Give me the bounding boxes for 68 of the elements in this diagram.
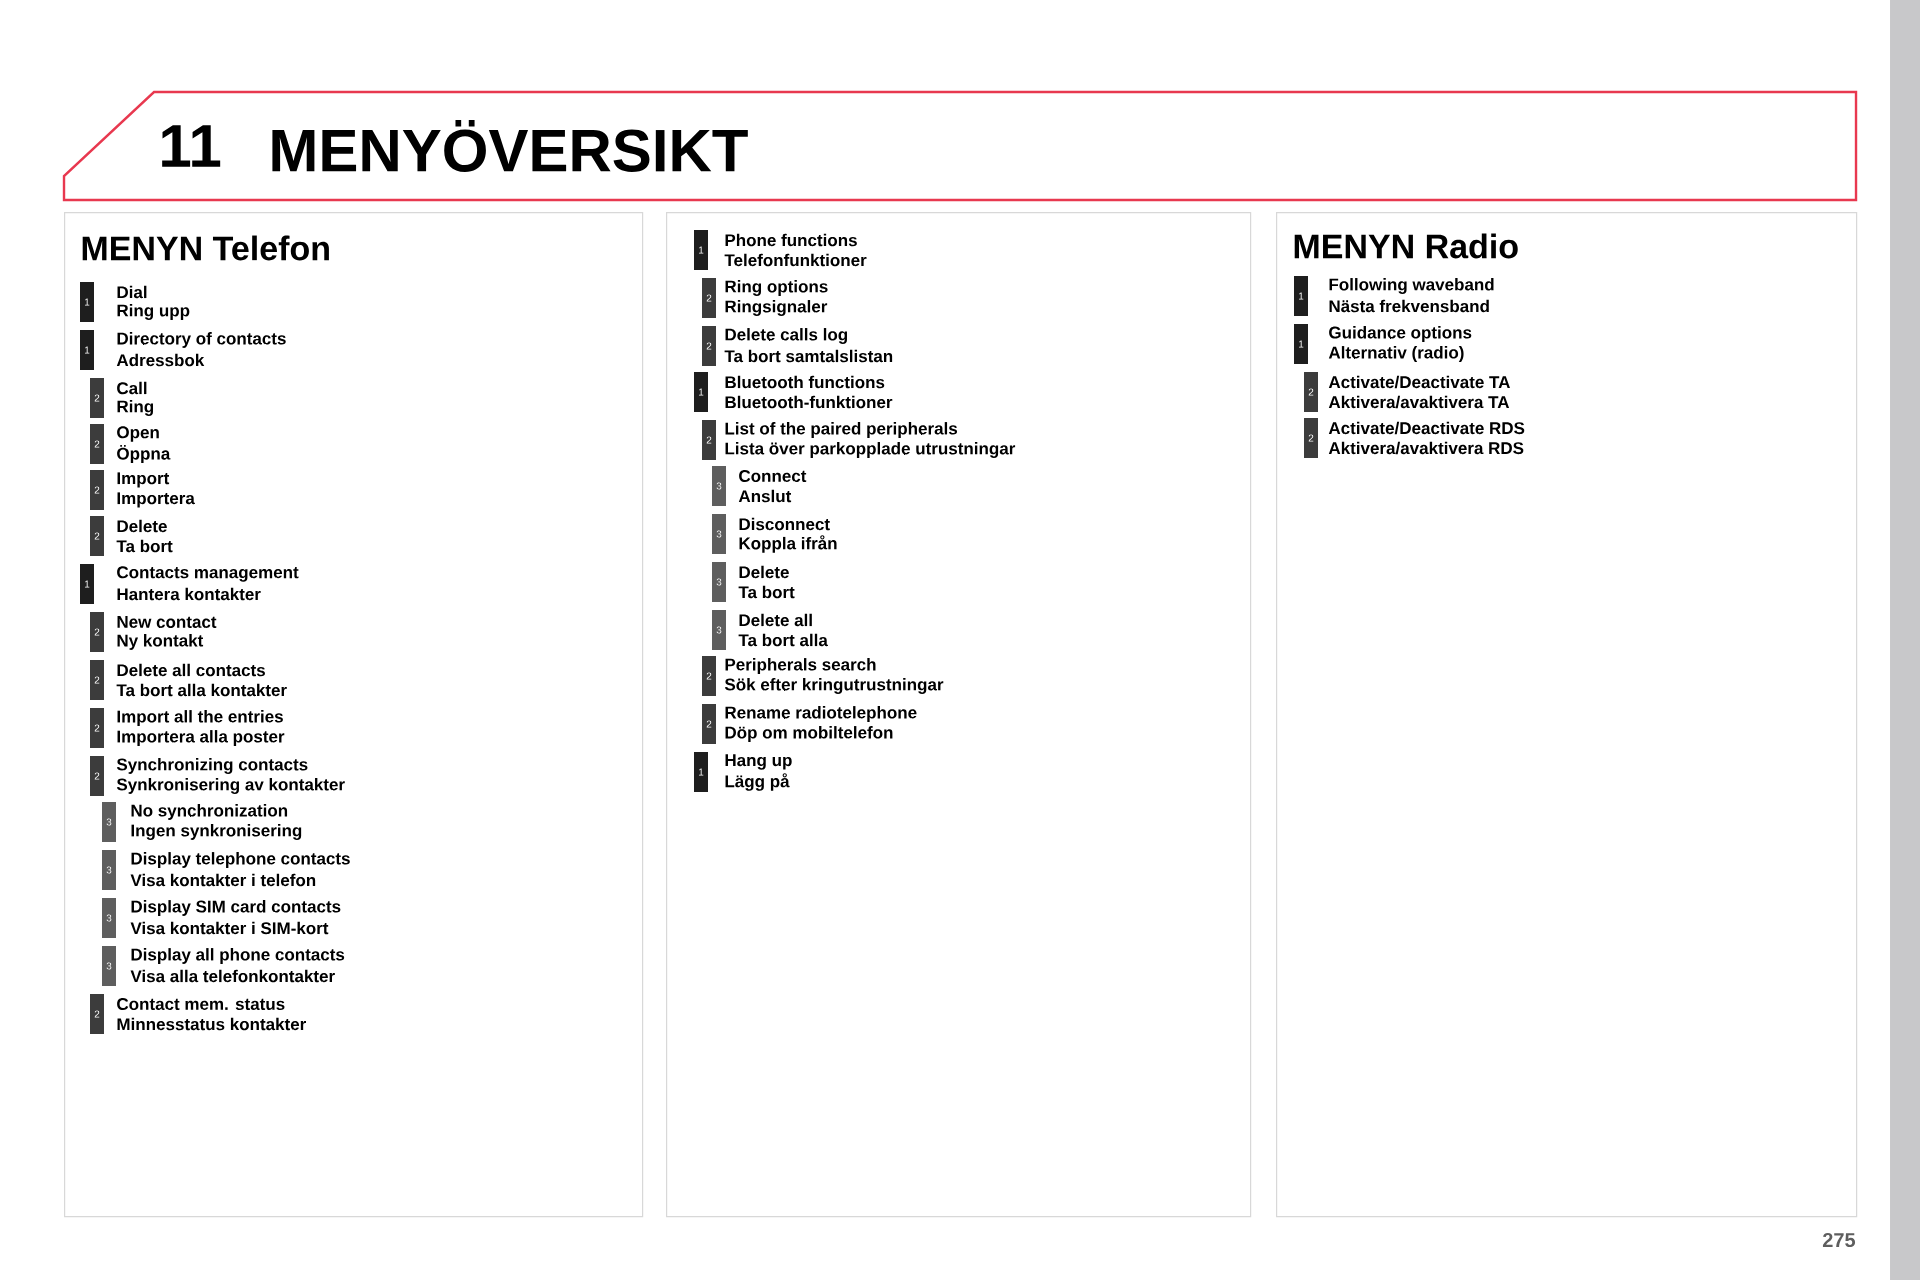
chapter-title: MENYÖVERSIKT xyxy=(272,120,748,172)
menu-item-label: Visa kontakter i telefon xyxy=(130,873,316,887)
menu-item-label: Import all the entries xyxy=(117,710,283,726)
menu-item-label: New contact xyxy=(117,616,217,628)
menu-item-label: Ta bort xyxy=(738,585,795,599)
menu-item-label: Adressbok xyxy=(116,353,205,367)
menu-item-label: Contact mem. status xyxy=(117,998,285,1010)
menu-item-label: Aktivera/avaktivera RDS xyxy=(1328,441,1524,455)
page-number: 275 xyxy=(1822,1232,1856,1248)
menu-item-label: Bluetooth functions xyxy=(725,375,885,389)
menu-item-label: Ta bort samtalslistan xyxy=(724,349,893,363)
menu-item-label: Nästa frekvensband xyxy=(1329,299,1489,313)
menu-item-label: Döp om mobiltelefon xyxy=(725,726,893,742)
menu-item-label: Display SIM card contacts xyxy=(131,900,341,916)
menu-item-label: Koppla ifrån xyxy=(739,535,837,553)
menu-item-label: Following waveband xyxy=(1329,278,1494,294)
menu-item-label: Disconnect xyxy=(739,517,830,531)
menu-item-label: Hantera kontakter xyxy=(117,587,261,601)
chapter-number: 11 xyxy=(162,125,221,167)
menu-item-label: Delete calls log xyxy=(725,328,848,344)
menu-item-label: Minnesstatus kontakter xyxy=(117,1017,306,1031)
menu-item-label: Öppna xyxy=(117,445,171,463)
menu-item-label: Call xyxy=(117,381,147,395)
menu-item-label: Guidance options xyxy=(1329,326,1472,342)
menu-item-label: Phone functions xyxy=(725,233,857,247)
menu-item-label: Activate/Deactivate RDS xyxy=(1328,421,1525,435)
menu-item-label: Ta bort alla kontakter xyxy=(116,683,287,697)
menu-item-label: Aktivera/avaktivera TA xyxy=(1328,395,1510,409)
menu-item-label: Delete xyxy=(739,565,789,579)
menu-item-label: Lägg på xyxy=(725,773,790,791)
menu-item-label: Import xyxy=(117,472,170,488)
menu-item-label: Contacts management xyxy=(117,566,299,582)
menu-item-label: List of the paired peripherals xyxy=(725,422,958,438)
menu-item-label: Activate/Deactivate TA xyxy=(1328,375,1510,389)
menu-item-label: Open xyxy=(117,426,159,442)
menu-item-label: Ringsignaler xyxy=(725,300,828,316)
menu-item-label: Delete all xyxy=(739,613,812,627)
menu-item-label: Display all phone contacts xyxy=(131,948,345,964)
menu-panel xyxy=(666,212,1252,1218)
menu-item-label: Dial xyxy=(117,285,147,299)
menu-item-label: Connect xyxy=(739,470,807,482)
menu-item-label: Ring xyxy=(117,400,154,416)
menu-item-label: Importera xyxy=(117,492,195,508)
menu-item-label: Display telephone contacts xyxy=(131,852,350,868)
menu-item-label: Ny kontakt xyxy=(117,634,204,650)
menu-item-label: Synchronizing contacts xyxy=(116,758,308,774)
menu-item-label: Anslut xyxy=(738,489,792,503)
menu-item-label: Ring options xyxy=(725,280,828,296)
menu-item-label: Delete all contacts xyxy=(117,663,265,677)
menu-item-label: No synchronization xyxy=(131,804,288,820)
menu-item-label: Sök efter kringutrustningar xyxy=(724,678,944,694)
menu-item-label: Rename radiotelephone xyxy=(725,706,917,722)
menu-item-label: Directory of contacts xyxy=(117,332,286,348)
menu-item-label: Synkronisering av kontakter xyxy=(116,778,345,794)
menu-item-label: Ring upp xyxy=(117,304,190,320)
menu-item-label: Delete xyxy=(117,519,167,533)
menu-item-label: Hang up xyxy=(725,754,792,770)
menu-item-label: Peripherals search xyxy=(725,658,876,674)
menu-item-label: Telefonfunktioner xyxy=(724,253,867,267)
menu-item-label: Ta bort xyxy=(116,539,173,553)
menu-item-label: Alternativ (radio) xyxy=(1328,346,1464,362)
menu-item-label: Ta bort alla xyxy=(738,633,828,647)
menu-item-label: Visa kontakter i SIM-kort xyxy=(130,921,329,935)
menu-item-label: Bluetooth-funktioner xyxy=(725,395,893,409)
menu-item-label: Visa alla telefonkontakter xyxy=(130,969,335,983)
menu-item-label: Importera alla poster xyxy=(117,730,285,746)
menu-item-label: Ingen synkronisering xyxy=(131,824,302,840)
menu-item-label: Lista över parkopplade utrustningar xyxy=(725,442,1016,458)
